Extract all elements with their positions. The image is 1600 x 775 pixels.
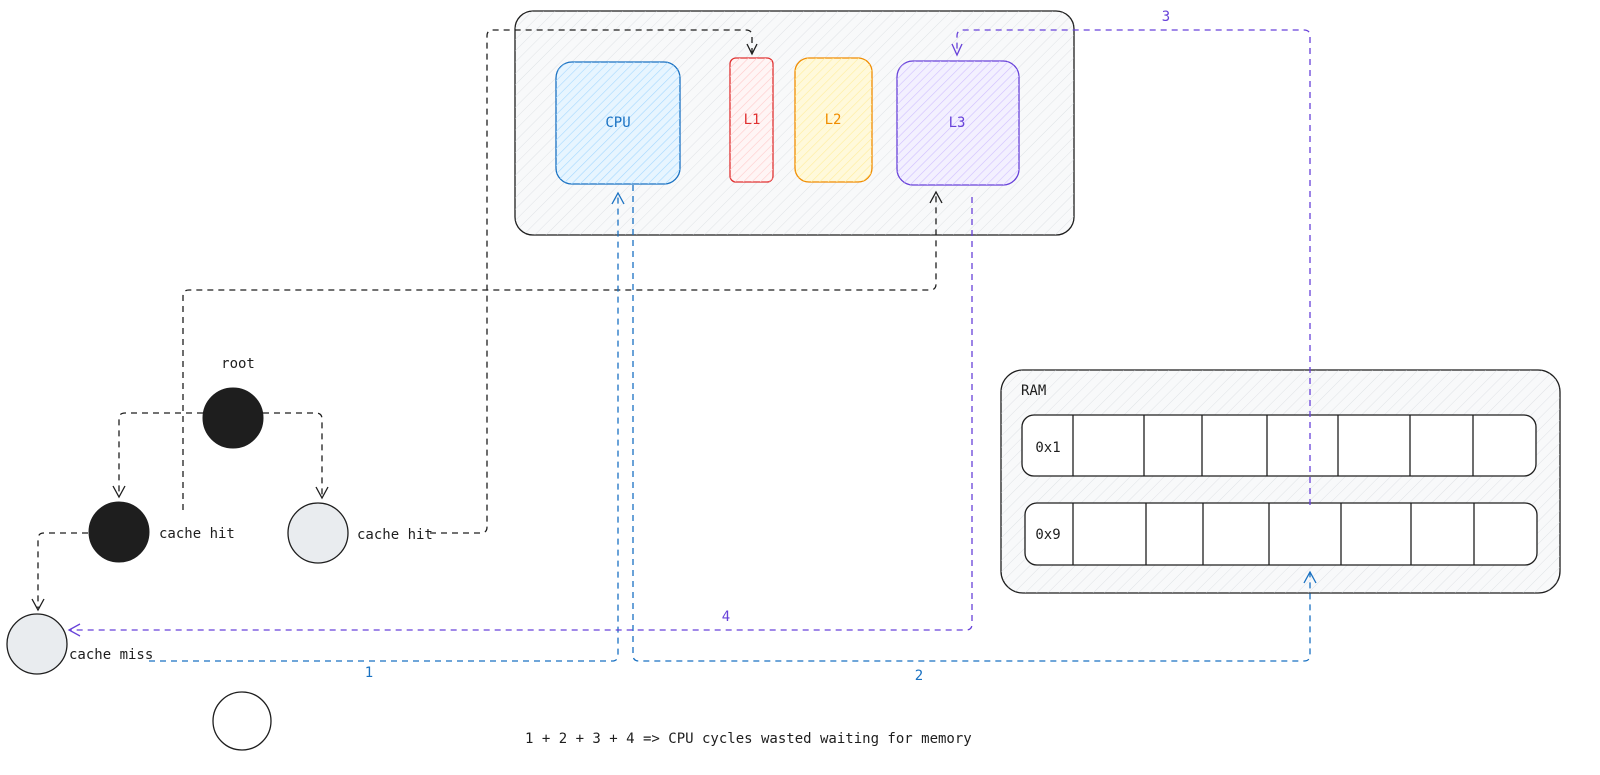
- edge-left-leaf: [37, 532, 88, 608]
- ram-row-0x9: 0x9: [1024, 502, 1538, 566]
- l1-label: L1: [744, 112, 761, 128]
- leaf-label: cache miss: [69, 647, 153, 663]
- l3-cache-box: L3: [896, 60, 1020, 186]
- l2-cache-box: L2: [794, 57, 873, 183]
- right-child-node: [287, 502, 349, 564]
- ram-cells-0x1: [1072, 415, 1474, 476]
- l3-label: L3: [949, 115, 966, 131]
- purple-flow: [70, 29, 1311, 631]
- left-child-node: [88, 501, 150, 563]
- flow-step-1: [149, 193, 619, 662]
- right-child-label: cache hit: [357, 527, 433, 543]
- ram-label: RAM: [1021, 383, 1046, 399]
- black-arrowheads: [746, 43, 943, 204]
- l2-label: L2: [825, 112, 842, 128]
- root-node: [202, 387, 264, 449]
- caption: 1 + 2 + 3 + 4 => CPU cycles wasted waiti…: [525, 731, 972, 747]
- ram-row-0x1: 0x1: [1021, 414, 1537, 477]
- black-connectors: [182, 29, 937, 534]
- ram-cells-0x9: [1072, 503, 1475, 565]
- cpu-box: CPU: [555, 61, 681, 185]
- purple-arrowheads: [67, 43, 963, 637]
- ram-module: RAM 0x1 0x9: [1000, 369, 1561, 594]
- step-1-label: 1: [365, 665, 373, 681]
- blue-arrowheads: [611, 191, 1317, 584]
- edge-root-left: [118, 412, 203, 495]
- tree-arrowheads: [31, 485, 329, 612]
- blue-flow: [149, 185, 1311, 662]
- root-label: root: [221, 356, 255, 372]
- leaf-node: [6, 613, 68, 675]
- cpu-label: CPU: [605, 115, 630, 131]
- step-3-label: 3: [1162, 9, 1170, 25]
- ram-address-0x9: 0x9: [1035, 527, 1060, 543]
- ram-address-0x1: 0x1: [1035, 440, 1060, 456]
- step-2-label: 2: [915, 668, 923, 684]
- tree-edges: [37, 412, 323, 608]
- connector-cache-hit-to-l1: [430, 29, 753, 534]
- tree: root cache hit cache hit cache miss: [6, 356, 433, 751]
- connector-cache-hit-to-l3: [182, 192, 937, 510]
- left-child-label: cache hit: [159, 526, 235, 542]
- flow-step-3: [956, 29, 1311, 505]
- empty-node: [212, 691, 272, 751]
- step-4-label: 4: [722, 609, 730, 625]
- l1-cache-box: L1: [729, 57, 774, 183]
- flow-step-4: [70, 197, 973, 631]
- edge-root-right: [263, 412, 323, 496]
